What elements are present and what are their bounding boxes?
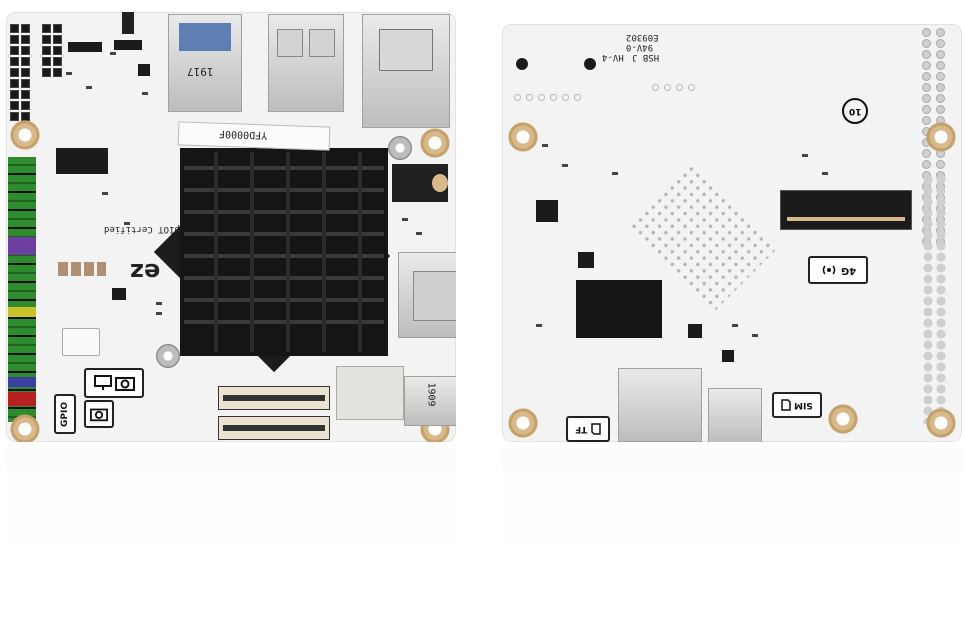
tf-card-icon [590,423,601,435]
silk-line-2: 94V-0 [626,42,654,52]
usb3-port[interactable]: 1917 [168,14,242,112]
silk-brand: ez [130,258,161,286]
hdmi-port[interactable] [398,252,456,338]
badge-4g-text: 4G [840,264,857,276]
usb2-port[interactable] [268,14,344,112]
sim-label: SIM [794,400,813,410]
gpio-red-band [8,392,36,406]
heatsink [180,148,388,356]
ic-square-3 [688,324,702,338]
reflection-back [502,448,962,617]
usb3-inner [179,23,231,51]
back-mount-hole-mid [828,404,858,434]
gpio-label-box: GPIO [54,394,76,434]
display-icon [93,375,112,390]
jst-connector[interactable] [62,328,100,356]
back-mount-hole-tr [926,122,956,152]
gpio-yellow-band [8,307,36,317]
reflection-front [6,448,456,617]
mount-hole-tl [10,120,40,150]
screw-top [388,136,412,160]
fpc-connector-1[interactable] [218,386,330,410]
ic-tssop [56,148,108,174]
back-board: E09302 94V-0 HSB J HV-4 10 4G TF SIM [502,24,962,442]
sticker-text: YFD0000F [218,127,268,141]
audio-jack[interactable] [392,164,448,202]
tf-label: TF [575,424,588,434]
camera-icon-2 [90,408,108,422]
screw-bottom [156,344,180,368]
silk-line-1: E09302 [626,32,659,42]
usb-id-label: 1917 [187,65,214,78]
display-camera-box [84,368,144,398]
tf-card-slot[interactable] [618,368,702,442]
badge-4g: 4G [808,256,868,284]
m2-slot[interactable] [780,190,912,230]
ic-square-4 [722,350,734,362]
ic-square-2 [578,252,594,268]
ten-year-badge: 10 [842,98,868,124]
front-board: 1917 LeapIOT Certified ez GPIO Y [6,12,456,442]
ethernet-port[interactable] [362,14,450,128]
gpio-purple-band [8,237,36,255]
header-top-second [42,24,62,77]
ten-year-text: 10 [848,106,862,116]
resistor-array [58,262,106,276]
signal-icon [822,265,836,275]
back-mount-hole-br [926,408,956,438]
back-mount-hole-bl [508,408,538,438]
mount-hole-tr [420,128,450,158]
fpc-connector-2[interactable] [218,416,330,440]
mount-hole-bl [10,414,40,442]
usb-c-port[interactable]: 1909 [404,376,456,426]
camera-icon [114,377,135,391]
tf-label-box: TF [566,416,610,442]
heatsink-sticker: YFD0000F [177,121,331,151]
wifi-module-id: 1909 [425,382,437,407]
camera-box [84,400,114,428]
silk-line-3: HSB J [632,52,660,62]
back-mount-hole-tl [508,122,538,152]
gpio-label: GPIO [60,401,70,427]
memory-chip [576,280,662,338]
wifi-module [336,366,404,420]
gpio-blue-band [8,377,36,387]
power-switch[interactable] [122,12,134,34]
sim-card-slot[interactable] [708,388,762,442]
gpio-pads-right-lower [922,174,948,424]
sim-label-box: SIM [772,392,822,418]
header-top-left [10,24,30,121]
sim-card-icon [781,399,791,411]
ic-square-1 [536,200,558,222]
silk-line-4: HV-4 [602,52,624,62]
